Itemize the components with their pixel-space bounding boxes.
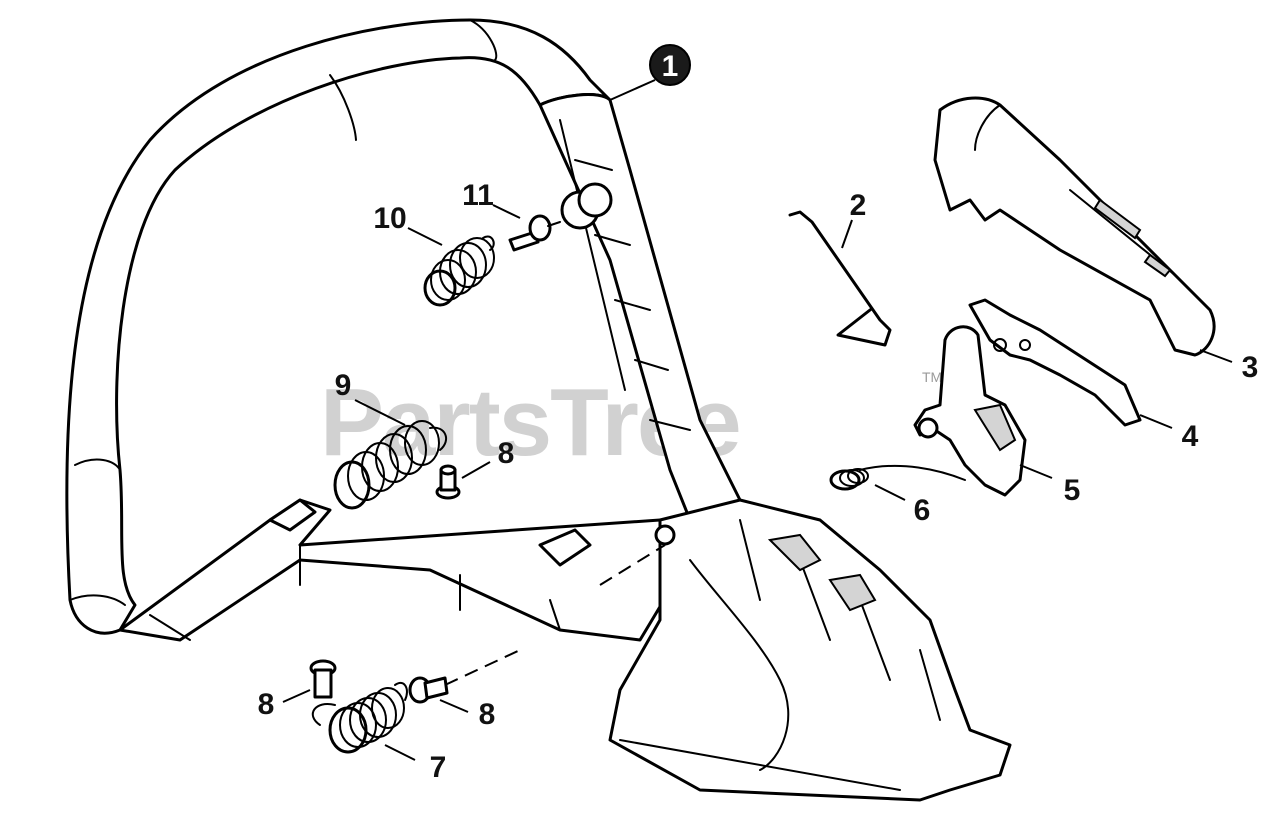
screw-lower-left[interactable] bbox=[309, 659, 337, 699]
callout-11[interactable]: 11 bbox=[462, 179, 521, 219]
assembly-lines bbox=[444, 544, 666, 686]
lower-spring[interactable] bbox=[311, 681, 408, 754]
handle-cover[interactable] bbox=[933, 96, 1216, 357]
pin-bolt[interactable] bbox=[508, 214, 561, 252]
screw-upper[interactable] bbox=[435, 464, 461, 500]
callout-2-label: 2 bbox=[850, 189, 867, 222]
callout-2[interactable]: 2 bbox=[841, 189, 867, 249]
callout-4-label: 4 bbox=[1182, 420, 1199, 453]
callout-3[interactable]: 3 bbox=[1199, 349, 1259, 384]
callout-6[interactable]: 6 bbox=[874, 484, 931, 527]
callout-9[interactable]: 9 bbox=[335, 369, 406, 426]
callout-5[interactable]: 5 bbox=[1019, 464, 1081, 507]
screw-lower-right[interactable] bbox=[408, 676, 449, 704]
callout-1[interactable]: 1 bbox=[609, 44, 691, 101]
watermark: PartsTree TM bbox=[320, 369, 942, 476]
callout-8-lower-left-label: 8 bbox=[258, 688, 275, 721]
callout-8-lower-right[interactable]: 8 bbox=[439, 698, 496, 731]
front-handle-bar[interactable] bbox=[65, 18, 1012, 802]
upper-spring[interactable] bbox=[423, 235, 495, 307]
torsion-spring[interactable] bbox=[829, 464, 966, 491]
callout-7-label: 7 bbox=[430, 751, 447, 784]
middle-spring[interactable] bbox=[333, 420, 448, 510]
callout-8-upper-label: 8 bbox=[498, 437, 515, 470]
callout-7[interactable]: 7 bbox=[384, 744, 447, 784]
watermark-trademark: TM bbox=[922, 369, 942, 385]
callout-8-upper[interactable]: 8 bbox=[461, 437, 515, 479]
rod[interactable] bbox=[788, 210, 892, 347]
throttle-trigger[interactable] bbox=[913, 325, 1027, 497]
callout-3-label: 3 bbox=[1242, 351, 1259, 384]
trigger-lever[interactable] bbox=[968, 298, 1142, 427]
callout-9-label: 9 bbox=[335, 369, 352, 402]
callout-8-lower-right-label: 8 bbox=[479, 698, 496, 731]
callout-8-lower-left[interactable]: 8 bbox=[258, 688, 311, 721]
callout-5-label: 5 bbox=[1064, 474, 1081, 507]
callout-10-label: 10 bbox=[373, 202, 406, 235]
callout-11-label: 11 bbox=[462, 179, 494, 212]
callout-6-label: 6 bbox=[914, 494, 931, 527]
callout-10[interactable]: 10 bbox=[373, 202, 443, 246]
callout-1-label: 1 bbox=[662, 50, 679, 83]
callout-4[interactable]: 4 bbox=[1139, 414, 1199, 453]
